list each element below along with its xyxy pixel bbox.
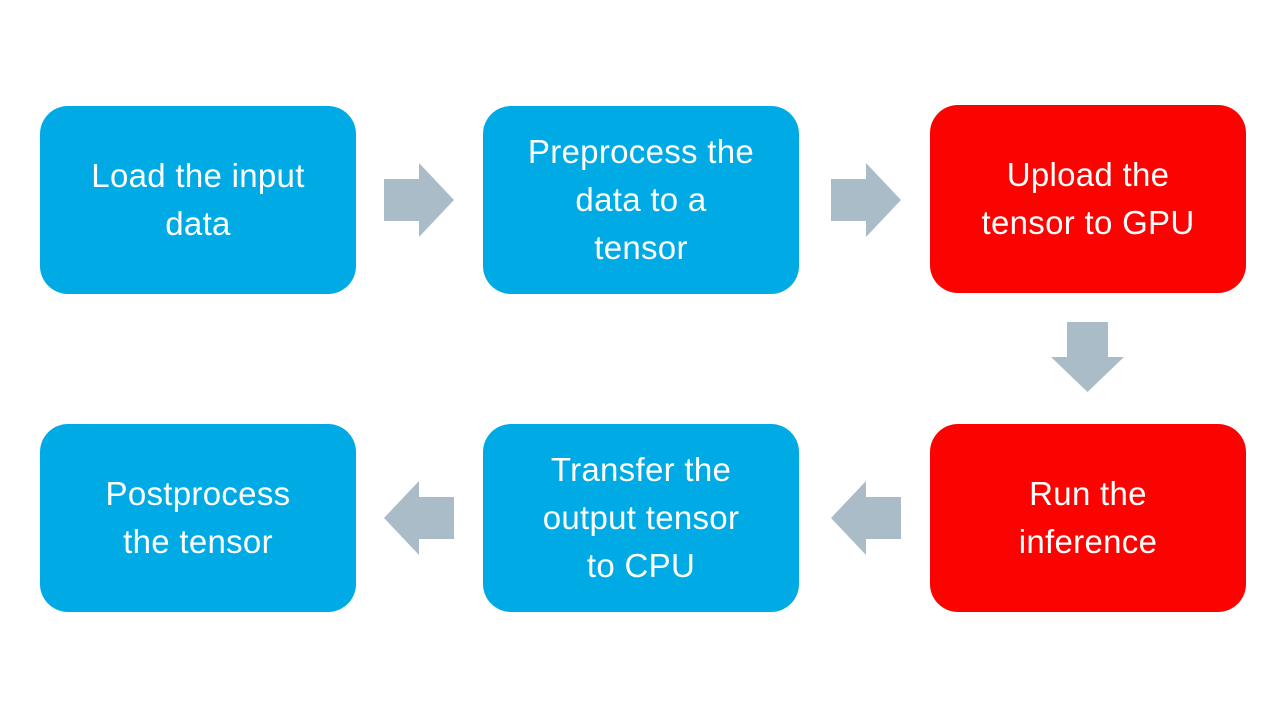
flow-step-postprocess-tensor: Postprocess the tensor	[40, 424, 356, 612]
flow-step-label: Preprocess the data to a tensor	[527, 133, 755, 266]
flow-step-label: Upload the tensor to GPU	[981, 156, 1195, 241]
flow-step-transfer-tensor-cpu: Transfer the output tensor to CPU	[483, 424, 799, 612]
flow-step-label: Postprocess the tensor	[105, 475, 291, 560]
flow-step-run-inference: Run the inference	[930, 424, 1246, 612]
flow-step-load-input-data: Load the input data	[40, 106, 356, 294]
arrow-left-icon	[384, 481, 454, 555]
flow-step-label: Load the input data	[91, 157, 305, 242]
flow-step-upload-tensor-gpu: Upload the tensor to GPU	[930, 105, 1246, 293]
flow-step-preprocess-data: Preprocess the data to a tensor	[483, 106, 799, 294]
arrow-left-icon	[831, 481, 901, 555]
flow-step-label: Run the inference	[1018, 475, 1158, 560]
arrow-right-icon	[384, 163, 454, 237]
flow-step-label: Transfer the output tensor to CPU	[542, 451, 740, 584]
arrow-down-icon	[1051, 322, 1124, 392]
arrow-right-icon	[831, 163, 901, 237]
